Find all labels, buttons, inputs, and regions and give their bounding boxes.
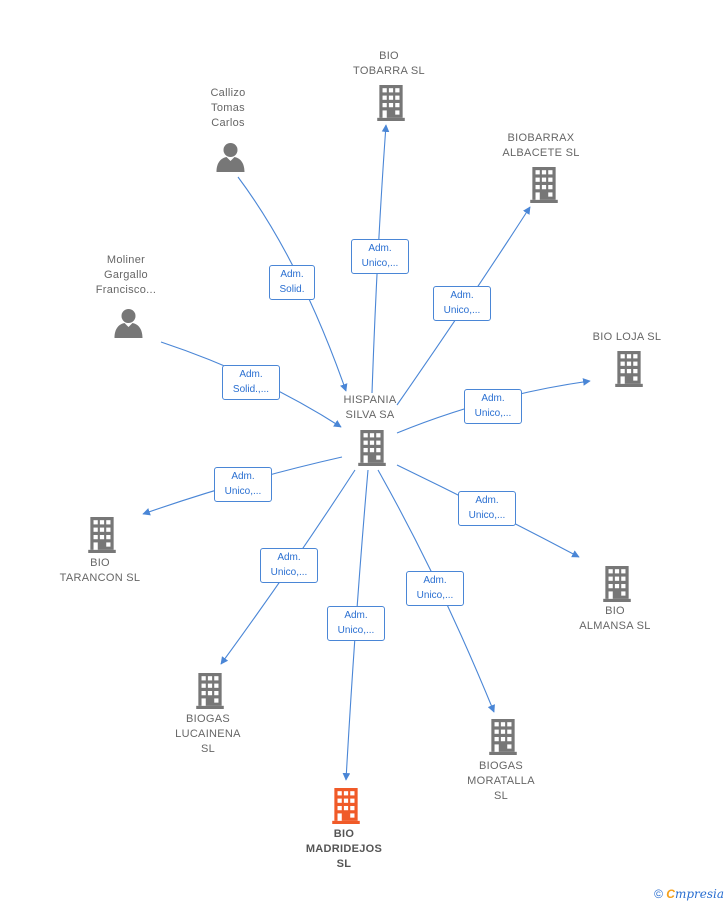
edge-label-madridejos[interactable]: Adm. Unico,... bbox=[327, 606, 385, 641]
node-lucainena[interactable]: BIOGAS LUCAINENA SL bbox=[148, 712, 268, 757]
node-label: BIO TARANCON SL bbox=[59, 557, 141, 584]
node-label: BIO TOBARRA SL bbox=[353, 50, 425, 77]
node-label: HISPANIA SILVA SA bbox=[343, 394, 397, 421]
building-icon[interactable] bbox=[489, 719, 517, 755]
edge-label-almansa[interactable]: Adm. Unico,... bbox=[458, 491, 516, 526]
node-label: Moliner Gargallo Francisco... bbox=[95, 254, 157, 296]
copyright-icon: © bbox=[654, 887, 663, 901]
building-icon[interactable] bbox=[332, 788, 360, 824]
node-madridejos[interactable]: BIO MADRIDEJOS SL bbox=[284, 827, 404, 872]
edge-label-loja[interactable]: Adm. Unico,... bbox=[464, 389, 522, 424]
edge-label-callizo[interactable]: Adm. Solid. bbox=[269, 265, 315, 300]
building-icon[interactable] bbox=[88, 517, 116, 553]
building-icon[interactable] bbox=[615, 351, 643, 387]
node-label: BIOGAS MORATALLA SL bbox=[467, 760, 535, 802]
node-tarancon[interactable]: BIO TARANCON SL bbox=[40, 556, 160, 586]
node-label: BIOGAS LUCAINENA SL bbox=[175, 713, 241, 755]
footer-logo: © Cmpresia bbox=[654, 887, 724, 901]
node-label: BIO ALMANSA SL bbox=[579, 605, 651, 632]
node-label: BIOBARRAX ALBACETE SL bbox=[502, 132, 580, 159]
building-icon[interactable] bbox=[358, 430, 386, 466]
building-icon[interactable] bbox=[196, 673, 224, 709]
node-moratalla[interactable]: BIOGAS MORATALLA SL bbox=[441, 759, 561, 804]
building-icon[interactable] bbox=[530, 167, 558, 203]
node-almansa[interactable]: BIO ALMANSA SL bbox=[555, 604, 675, 634]
edge-label-biobarrax[interactable]: Adm. Unico,... bbox=[433, 286, 491, 321]
node-label: BIO LOJA SL bbox=[592, 331, 662, 343]
node-biobarrax[interactable]: BIOBARRAX ALBACETE SL bbox=[481, 131, 601, 161]
brand-name: mpresia bbox=[674, 887, 724, 901]
edge-label-tobarra[interactable]: Adm. Unico,... bbox=[351, 239, 409, 274]
person-icon[interactable] bbox=[114, 309, 143, 338]
node-label: BIO MADRIDEJOS SL bbox=[305, 828, 383, 870]
brand-initial: C bbox=[666, 887, 675, 901]
edge-label-moratalla[interactable]: Adm. Unico,... bbox=[406, 571, 464, 606]
building-icon[interactable] bbox=[377, 85, 405, 121]
edge-label-lucainena[interactable]: Adm. Unico,... bbox=[260, 548, 318, 583]
node-label: Callizo Tomas Carlos bbox=[210, 87, 246, 129]
person-icon[interactable] bbox=[216, 143, 245, 172]
node-callizo[interactable]: Callizo Tomas Carlos bbox=[178, 86, 278, 131]
building-icon[interactable] bbox=[603, 566, 631, 602]
edge-label-tarancon[interactable]: Adm. Unico,... bbox=[214, 467, 272, 502]
node-loja[interactable]: BIO LOJA SL bbox=[567, 330, 687, 345]
edge-label-moliner[interactable]: Adm. Solid.,... bbox=[222, 365, 280, 400]
node-moliner[interactable]: Moliner Gargallo Francisco... bbox=[76, 253, 176, 298]
node-tobarra[interactable]: BIO TOBARRA SL bbox=[329, 49, 449, 79]
node-hispania[interactable]: HISPANIA SILVA SA bbox=[310, 393, 430, 423]
